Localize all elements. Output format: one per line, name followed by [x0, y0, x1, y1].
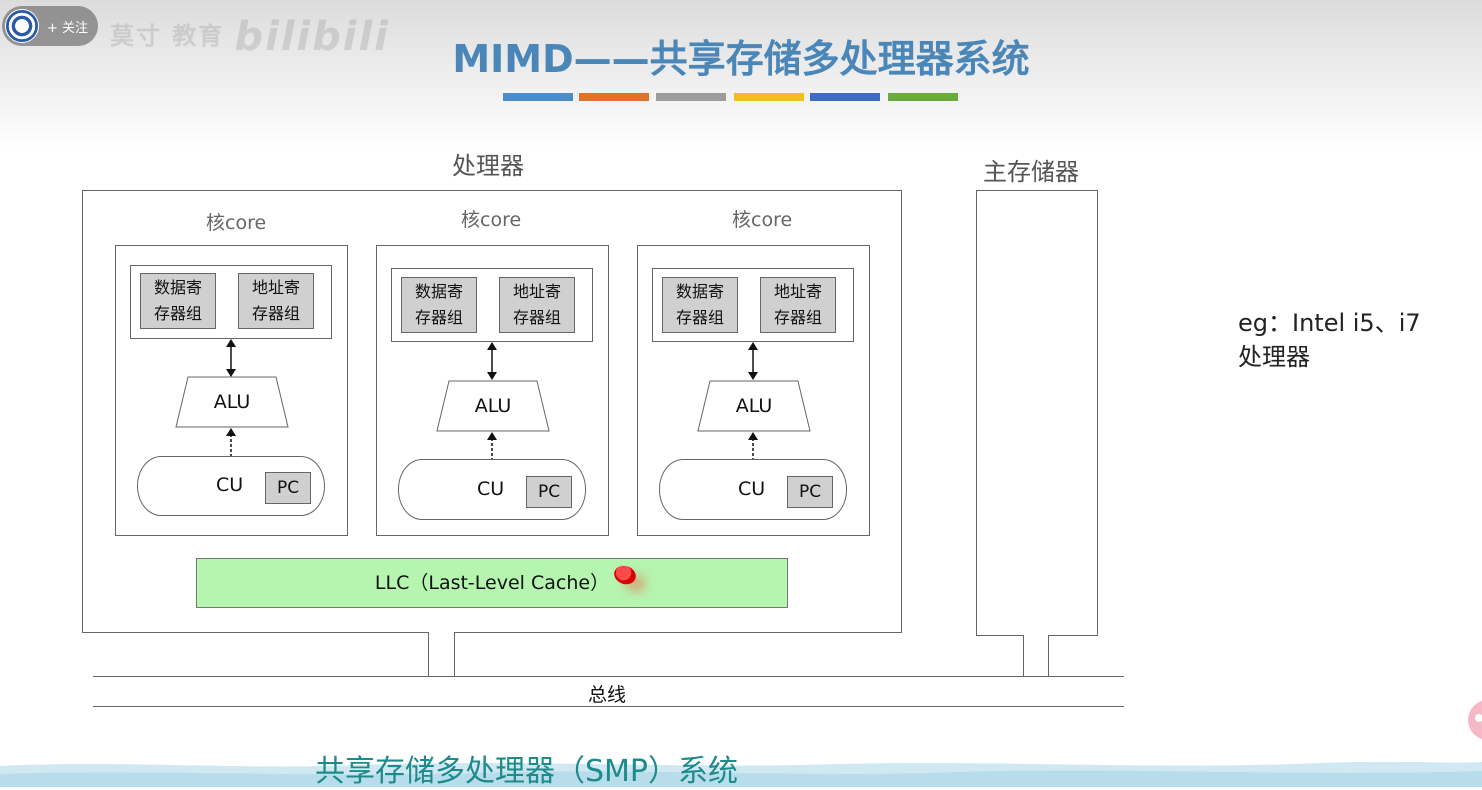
memory-label: 主存储器 — [983, 158, 1079, 186]
data-register-group: 数据寄 存器组 — [662, 277, 738, 333]
slide-subtitle: 共享存储多处理器（SMP）系统 — [315, 754, 739, 789]
core-label: 核core — [461, 209, 522, 231]
address-register-line1: 地址寄 — [251, 278, 300, 297]
bus-label: 总线 — [588, 684, 627, 706]
alu-label: ALU — [735, 395, 773, 417]
main-memory-box — [976, 190, 1098, 636]
dashed-arrow-icon — [226, 428, 236, 456]
data-register-group: 数据寄 存器组 — [140, 273, 216, 329]
alu-trapezoid — [436, 380, 550, 432]
alu-label: ALU — [474, 395, 512, 417]
double-arrow-icon — [748, 342, 758, 380]
llc-cache-box: LLC（Last-Level Cache） — [196, 558, 788, 608]
bus-top-line — [93, 676, 1124, 677]
pc-register: PC — [787, 476, 833, 508]
address-register-line2: 存器组 — [512, 308, 561, 327]
address-register-line2: 存器组 — [773, 308, 822, 327]
memory-bus-connector — [1023, 635, 1049, 677]
pc-register: PC — [526, 476, 572, 508]
alu-trapezoid — [175, 376, 289, 428]
bottom-wave-decoration — [0, 761, 1482, 787]
double-arrow-icon — [226, 339, 236, 377]
bus-bottom-line — [93, 706, 1124, 707]
accent-bar-4 — [734, 93, 804, 101]
address-register-group: 地址寄 存器组 — [760, 277, 836, 333]
double-arrow-icon — [487, 342, 497, 380]
cu-label: CU — [216, 474, 244, 496]
data-register-line1: 数据寄 — [675, 282, 724, 301]
data-register-line2: 存器组 — [414, 308, 463, 327]
watermark-text: 莫寸 教育 — [110, 22, 225, 50]
uploader-pill[interactable]: + 关注 — [2, 6, 98, 46]
example-note: eg：Intel i5、i7 处理器 — [1238, 306, 1421, 374]
data-register-line1: 数据寄 — [414, 282, 463, 301]
cu-label: CU — [477, 478, 505, 500]
data-register-group: 数据寄 存器组 — [401, 277, 477, 333]
address-register-group: 地址寄 存器组 — [238, 273, 314, 329]
slide-title: MIMD——共享存储多处理器系统 — [452, 37, 1030, 81]
cu-label: CU — [738, 478, 766, 500]
data-register-line2: 存器组 — [153, 304, 202, 323]
accent-bar-2 — [579, 93, 649, 101]
watermark: 莫寸 教育 bilibili — [110, 14, 390, 60]
accent-bar-1 — [503, 93, 573, 101]
address-register-line2: 存器组 — [251, 304, 300, 323]
data-register-line1: 数据寄 — [153, 278, 202, 297]
pc-register: PC — [265, 472, 311, 504]
example-note-line1: eg：Intel i5、i7 — [1238, 309, 1421, 337]
data-register-line2: 存器组 — [675, 308, 724, 327]
processor-label: 处理器 — [452, 152, 524, 180]
dashed-arrow-icon — [487, 432, 497, 460]
example-note-line2: 处理器 — [1238, 343, 1310, 371]
core-label: 核core — [206, 212, 267, 234]
bilibili-logo: bilibili — [234, 14, 390, 60]
accent-bar-3 — [656, 93, 726, 101]
dashed-arrow-icon — [748, 432, 758, 460]
uploader-avatar[interactable] — [5, 9, 39, 43]
accent-bar-6 — [888, 93, 958, 101]
address-register-line1: 地址寄 — [773, 282, 822, 301]
alu-trapezoid — [697, 380, 811, 432]
core-label: 核core — [732, 209, 793, 231]
accent-bar-5 — [810, 93, 880, 101]
slide-header-band — [0, 0, 1482, 150]
floating-widget-button[interactable] — [1468, 700, 1482, 740]
follow-button[interactable]: + 关注 — [47, 20, 89, 36]
alu-label: ALU — [213, 391, 251, 413]
floating-widget-icon — [1475, 714, 1482, 722]
address-register-group: 地址寄 存器组 — [499, 277, 575, 333]
processor-bus-connector — [428, 632, 455, 677]
address-register-line1: 地址寄 — [512, 282, 561, 301]
